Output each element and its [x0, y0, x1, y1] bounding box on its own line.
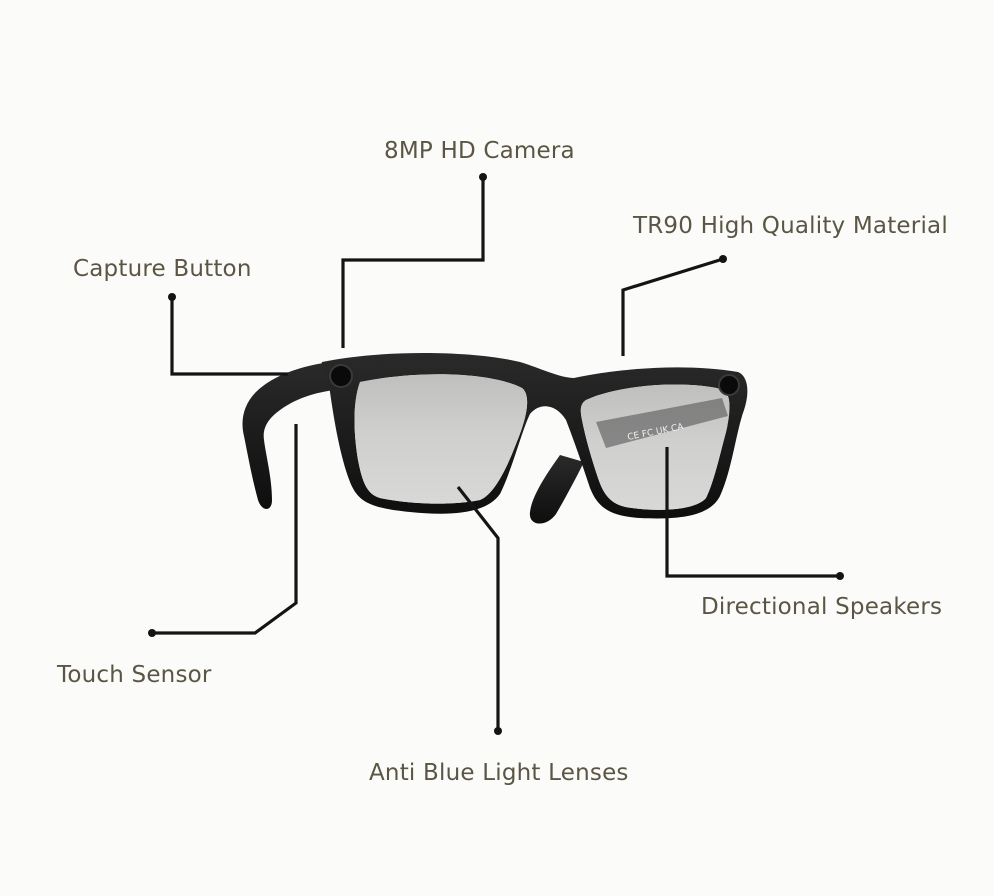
- left-temple-arm: [242, 362, 334, 509]
- label-lenses: Anti Blue Light Lenses: [369, 760, 629, 786]
- left-lens: [354, 374, 528, 504]
- left-camera-lens: [329, 364, 353, 388]
- material-leader-line: [621, 257, 724, 356]
- lenses-leader-line: [456, 486, 500, 731]
- leader-lines: [148, 173, 844, 735]
- capture-button-leader-line: [170, 297, 288, 376]
- label-touch-sensor: Touch Sensor: [57, 662, 212, 688]
- capture-button-leader-dot: [168, 293, 176, 301]
- label-camera: 8MP HD Camera: [384, 138, 575, 164]
- touch-sensor-leader-dot: [148, 629, 156, 637]
- temple-arm-through-lens: [596, 398, 728, 448]
- label-material: TR90 High Quality Material: [633, 213, 948, 239]
- label-speakers: Directional Speakers: [701, 594, 943, 620]
- touch-sensor-leader-line: [152, 424, 298, 635]
- speakers-leader-line: [665, 447, 840, 578]
- right-camera-lens: [718, 374, 740, 396]
- label-capture-button: Capture Button: [73, 256, 252, 282]
- front-frame: [321, 353, 748, 519]
- material-leader-dot: [719, 255, 727, 263]
- camera-leader-line: [341, 177, 485, 348]
- right-arm-tip: [529, 455, 584, 524]
- camera-leader-dot: [479, 173, 487, 181]
- smart-glasses-illustration: CE FC UK CA: [242, 353, 748, 524]
- lenses-leader-dot: [494, 727, 502, 735]
- speakers-leader-dot: [836, 572, 844, 580]
